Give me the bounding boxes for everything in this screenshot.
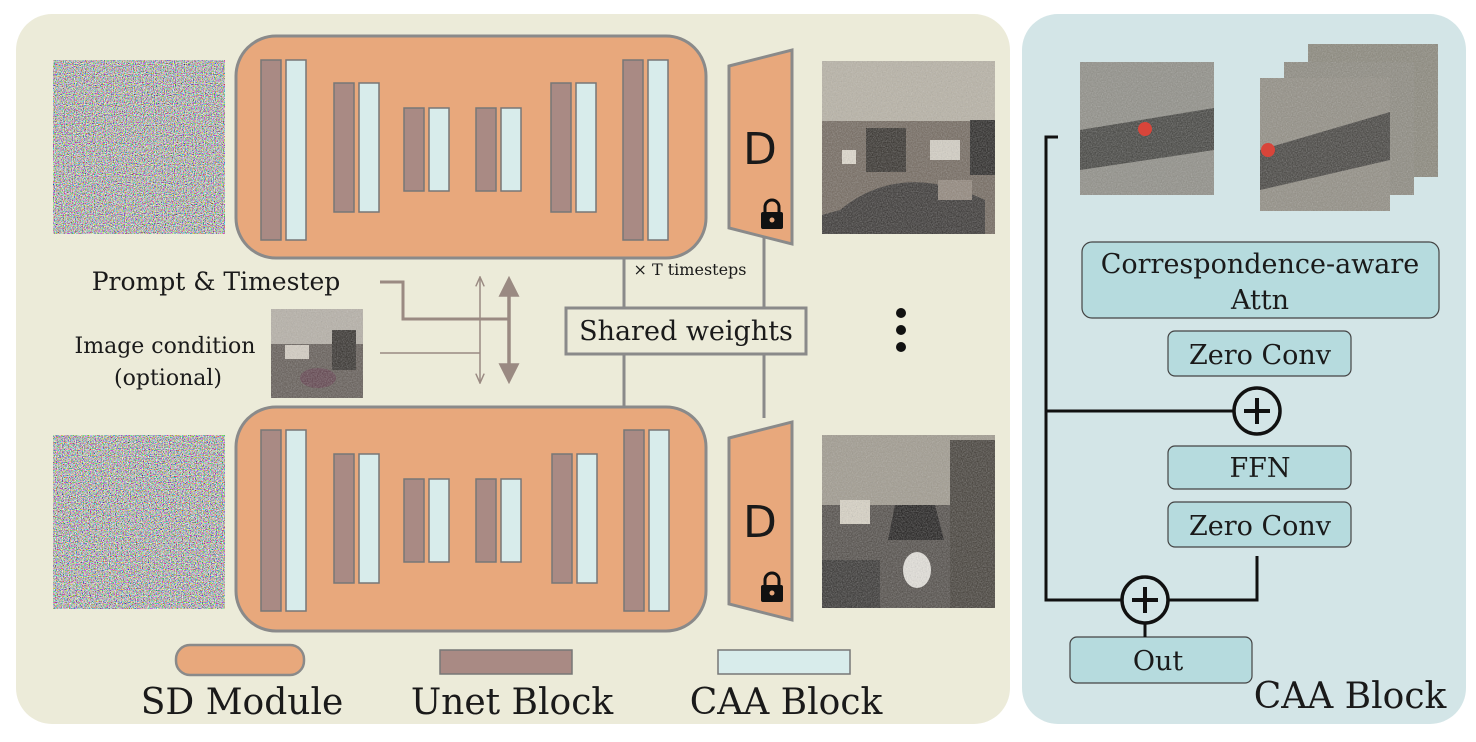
- caa-block-title: CAA Block: [1254, 676, 1448, 717]
- unet-block: [551, 453, 573, 584]
- caa-block: [358, 82, 380, 213]
- caa-block: [428, 107, 450, 192]
- caa-block: [285, 59, 307, 241]
- decoder-label: D: [743, 124, 777, 175]
- plus-circle-icon: [1120, 575, 1170, 625]
- caa-block: [648, 429, 670, 612]
- vertical-ellipsis-icon: [896, 308, 906, 352]
- caa-block: [575, 82, 597, 213]
- unet-block: [550, 82, 572, 213]
- plus-circle-icon: [1232, 386, 1282, 436]
- noise-image-bottom: [53, 435, 225, 609]
- zero-conv-label-2: Zero Conv: [1189, 511, 1332, 542]
- caa-reference-feature-stack: [1260, 44, 1438, 211]
- sd-module-bottom: [234, 405, 708, 633]
- correspondence-aware-attn-box: [1081, 241, 1440, 319]
- decoder-bottom: D: [727, 420, 794, 622]
- image-condition-optional-label: (optional): [114, 366, 222, 391]
- legend-sd-module-swatch: [174, 643, 306, 677]
- unet-block: [403, 478, 425, 563]
- lock-icon: [761, 571, 783, 602]
- caa-input-feature-image: [1080, 62, 1214, 195]
- unet-block: [333, 82, 355, 213]
- ffn-box: [1167, 445, 1352, 490]
- unet-block: [333, 453, 355, 584]
- unet-block: [622, 59, 644, 241]
- caa-block: [500, 478, 522, 563]
- unet-block: [403, 107, 425, 192]
- caa-block: [428, 478, 450, 563]
- correspondence-aware-attn-label: Correspondence-aware: [1101, 249, 1420, 280]
- timesteps-label: × T timesteps: [634, 260, 747, 279]
- image-condition-label: Image condition: [75, 334, 256, 359]
- zero-conv-label-1: Zero Conv: [1189, 340, 1332, 371]
- legend-sd-module-label: SD Module: [141, 682, 344, 723]
- caa-block: [576, 453, 598, 584]
- prompt-connector: [380, 280, 508, 321]
- legend-unet-block-swatch: [439, 649, 573, 675]
- decoder-label: D: [743, 497, 777, 548]
- sd-module-top: [234, 34, 708, 260]
- zero-conv-output-path: [1168, 556, 1259, 602]
- unet-block: [260, 59, 282, 241]
- ffn-label: FFN: [1229, 453, 1290, 484]
- noise-image-top: [53, 60, 225, 234]
- correspondence-aware-attn-label-line2: Attn: [1230, 285, 1289, 316]
- decoder-top: D: [727, 48, 794, 246]
- lock-icon: [761, 198, 783, 229]
- rendered-room-image-bottom: [822, 435, 995, 608]
- caa-block: [500, 107, 522, 192]
- residual-skip-path: [1044, 135, 1122, 602]
- unet-block: [260, 429, 282, 612]
- caa-block: [285, 429, 307, 612]
- unet-block: [475, 107, 497, 192]
- legend-caa-block-label: CAA Block: [690, 682, 884, 723]
- caa-block: [358, 453, 380, 584]
- unet-block: [475, 478, 497, 563]
- unet-block: [623, 429, 645, 612]
- condition-image: [271, 309, 363, 398]
- prompt-timestep-label: Prompt & Timestep: [92, 267, 341, 296]
- out-box: [1069, 636, 1253, 684]
- shared-weights-box: [564, 306, 808, 356]
- zero-conv-box-2: [1167, 501, 1352, 548]
- rendered-room-image-top: [822, 61, 995, 234]
- shared-weights-label: Shared weights: [579, 316, 793, 347]
- zero-conv-box-1: [1167, 330, 1352, 377]
- caa-block: [647, 59, 669, 241]
- legend-caa-block-swatch: [717, 649, 851, 675]
- legend-unet-block-label: Unet Block: [411, 682, 615, 723]
- out-label: Out: [1133, 646, 1184, 677]
